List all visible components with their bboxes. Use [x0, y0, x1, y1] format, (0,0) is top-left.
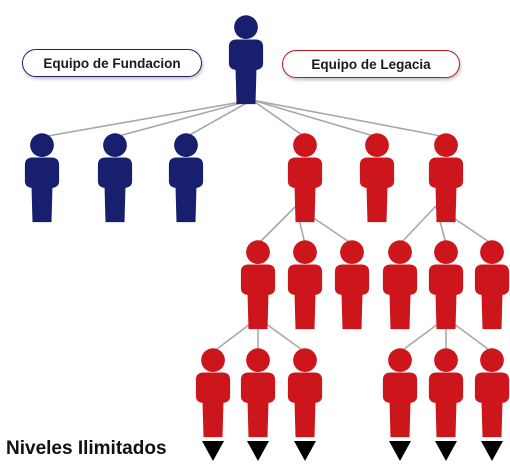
legacy-team-label: Equipo de Legacia	[282, 50, 460, 78]
founding-person-icon	[24, 133, 60, 223]
legacy-person-icon	[287, 240, 323, 330]
triangle-down-icon	[202, 441, 224, 461]
triangle-down-icon	[294, 441, 316, 461]
legacy-person-icon	[382, 348, 418, 438]
legacy-person-icon	[474, 240, 510, 330]
connector-line	[257, 205, 297, 245]
founding-team-label: Equipo de Fundacion	[22, 49, 202, 77]
legacy-person-icon	[474, 348, 510, 438]
unlimited-levels-label: Niveles Ilimitados	[6, 438, 167, 459]
connector-line	[114, 99, 253, 138]
legacy-person-icon	[287, 348, 323, 438]
connector-line	[185, 99, 253, 138]
legacy-person-icon	[195, 348, 231, 438]
legacy-person-icon	[240, 240, 276, 330]
legacy-person-icon	[382, 240, 418, 330]
connector-line	[41, 99, 253, 138]
legacy-person-icon	[428, 348, 464, 438]
legacy-person-icon	[428, 240, 464, 330]
connector-line	[251, 99, 306, 138]
legacy-person-icon	[334, 240, 370, 330]
connector-line	[251, 99, 447, 138]
legacy-person-icon	[359, 133, 395, 223]
connector-line	[399, 205, 437, 245]
founding-person-icon	[168, 133, 204, 223]
triangle-down-icon	[481, 441, 503, 461]
root-person-icon	[228, 15, 264, 105]
triangle-down-icon	[435, 441, 457, 461]
legacy-person-icon	[240, 348, 276, 438]
triangle-down-icon	[247, 441, 269, 461]
founding-person-icon	[97, 133, 133, 223]
triangle-down-icon	[389, 441, 411, 461]
connector-line	[251, 99, 378, 138]
